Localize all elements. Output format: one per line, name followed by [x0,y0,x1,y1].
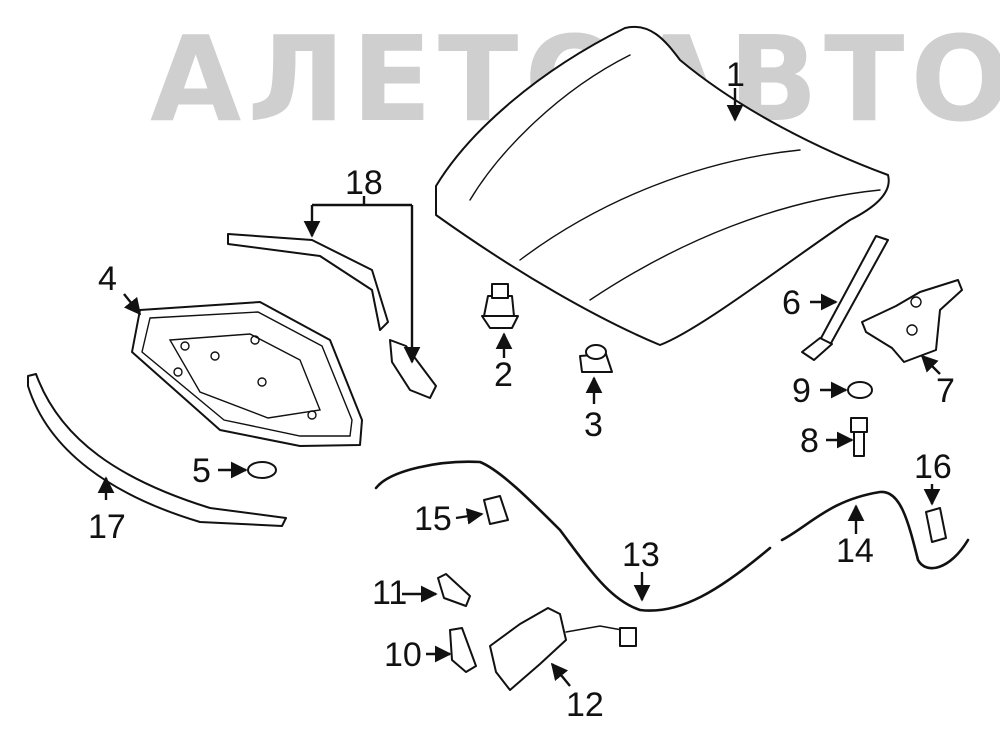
callout-6: 6 [782,284,801,322]
callout-3: 3 [584,406,603,444]
callout-numbers: 1 18 4 5 17 2 3 6 7 9 8 16 14 13 15 11 1… [88,56,955,724]
part-bumper-stop [481,283,519,329]
part-bolt [850,417,868,457]
part-plug [247,461,277,479]
part-hood-latch [489,607,637,691]
callout-15: 15 [414,500,452,538]
part-guide [437,573,471,607]
part-release-cable [374,460,772,612]
part-adjuster [579,344,613,373]
callout-1: 1 [726,56,745,94]
callout-8: 8 [800,422,819,460]
part-support-strut [801,235,889,361]
part-hood-seal-strip [227,233,437,399]
callout-16: 16 [914,448,952,486]
part-nut [847,381,873,399]
part-front-weatherstrip [27,373,287,527]
callout-11: 11 [372,574,407,612]
callout-13: 13 [622,536,660,574]
callout-5: 5 [192,452,211,490]
callout-18: 18 [345,164,383,202]
leader-lines [97,88,941,687]
part-cable-clip [925,507,947,543]
part-hood [435,25,890,346]
part-clamp [483,495,509,525]
callout-12: 12 [566,686,604,724]
callout-17: 17 [88,508,126,546]
part-release-cable-rear [780,490,970,570]
callout-7: 7 [936,372,955,410]
callout-10: 10 [384,636,422,674]
callout-14: 14 [836,532,874,570]
callout-4: 4 [98,260,117,298]
callout-9: 9 [792,372,811,410]
callout-2: 2 [494,356,513,394]
part-bracket [449,627,477,673]
part-hood-hinge [861,279,963,363]
part-hood-insulator [131,301,363,447]
